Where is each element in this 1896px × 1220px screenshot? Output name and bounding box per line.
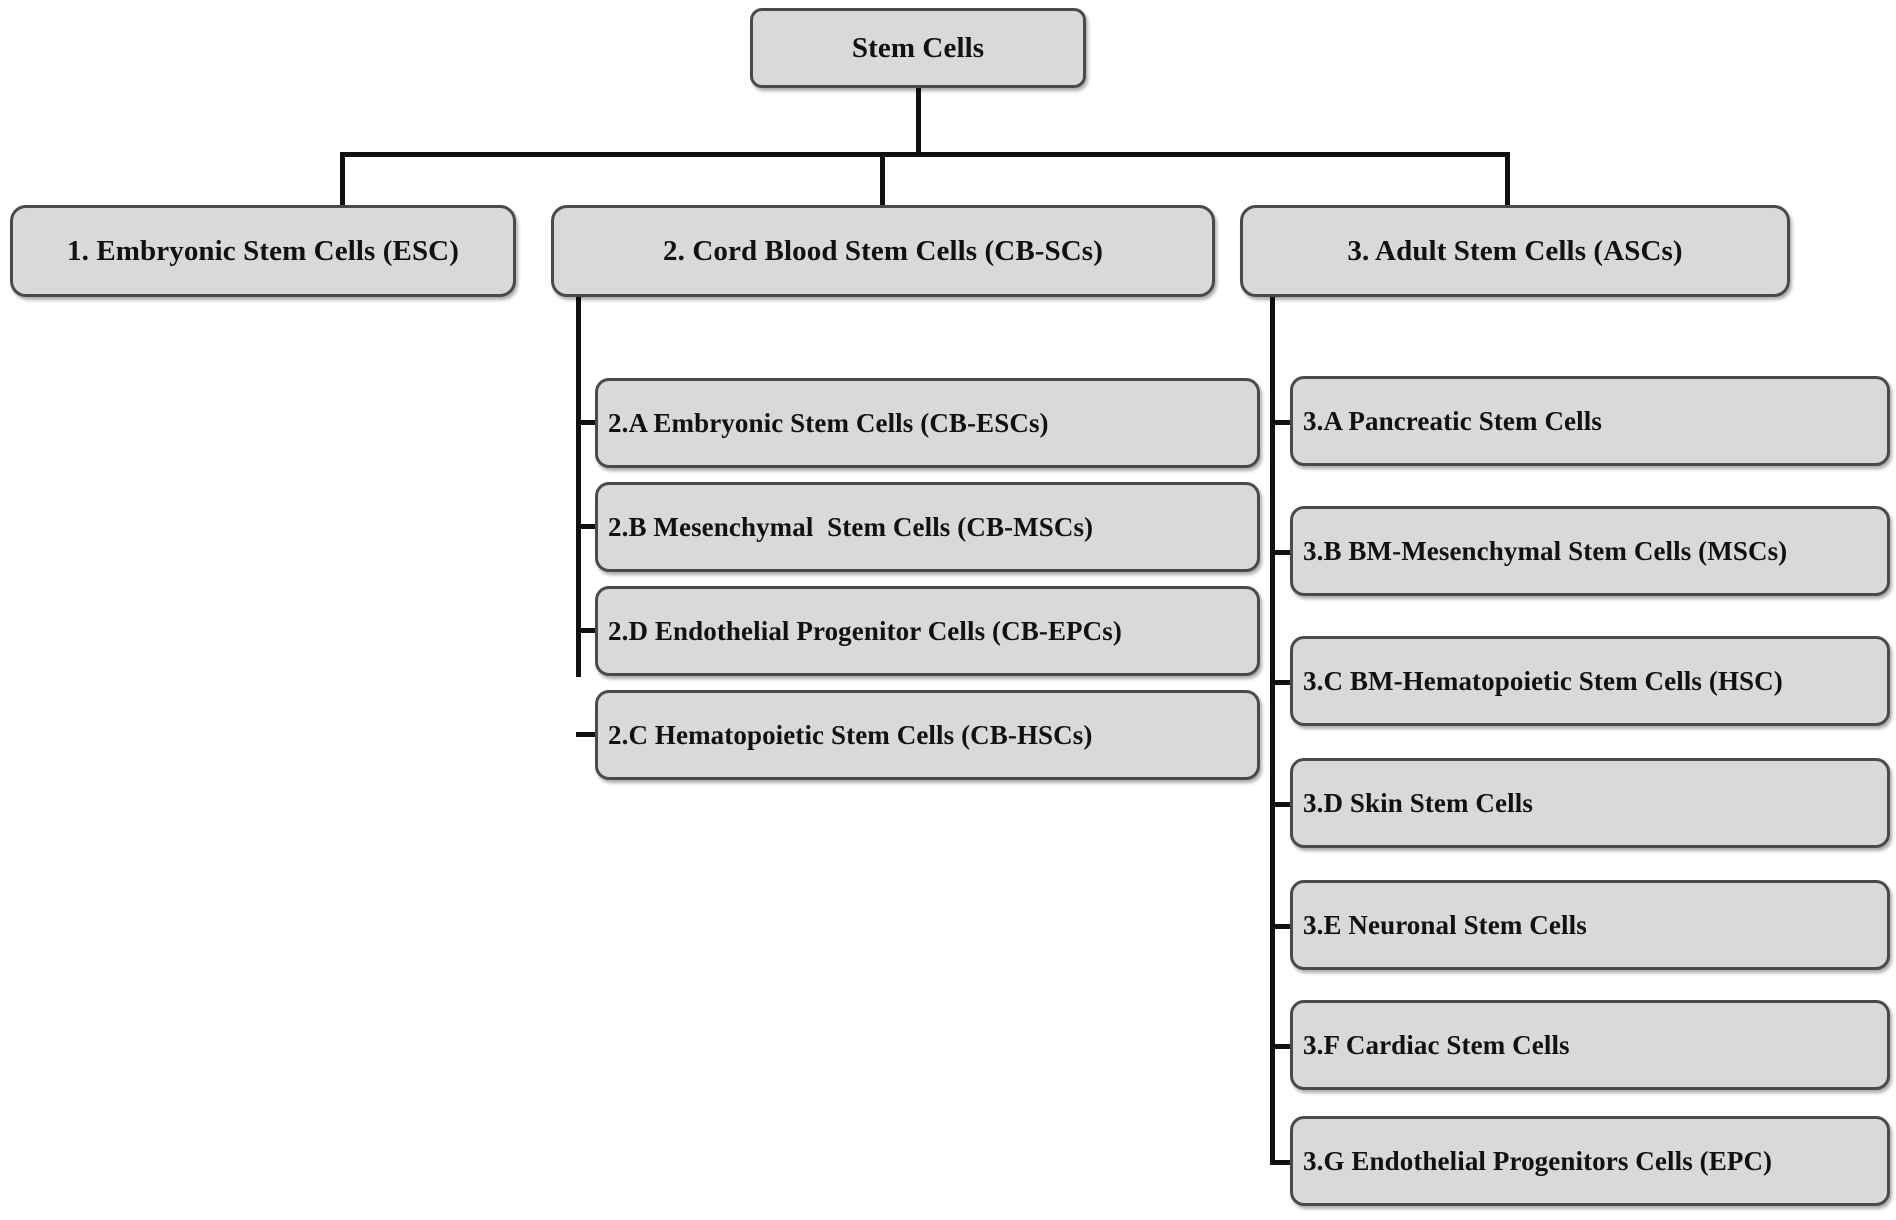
connector-drop-asc [1505,152,1510,207]
node-bm-mesenchymal-stem-cells[interactable]: 3.B BM-Mesenchymal Stem Cells (MSCs) [1290,506,1890,596]
connector-branch-3c [1270,680,1295,685]
connector-branch-3b [1270,550,1295,555]
connector-branch-2b [576,524,600,529]
node-cb-embryonic-stem-cells[interactable]: 2.A Embryonic Stem Cells (CB-ESCs) [595,378,1260,468]
connector-branch-3a [1270,420,1295,425]
node-label: 3.D Skin Stem Cells [1303,787,1533,818]
node-label: 3. Adult Stem Cells (ASCs) [1347,234,1683,267]
node-label: 3.F Cardiac Stem Cells [1303,1029,1570,1060]
connector-branch-3f [1270,1044,1295,1049]
connector-branch-3d [1270,802,1295,807]
node-skin-stem-cells[interactable]: 3.D Skin Stem Cells [1290,758,1890,848]
node-bm-hematopoietic-stem-cells[interactable]: 3.C BM-Hematopoietic Stem Cells (HSC) [1290,636,1890,726]
node-label: 2.B Mesenchymal Stem Cells (CB-MSCs) [608,511,1094,542]
node-label: 3.B BM-Mesenchymal Stem Cells (MSCs) [1303,535,1788,566]
node-pancreatic-stem-cells[interactable]: 3.A Pancreatic Stem Cells [1290,376,1890,466]
node-label: 2. Cord Blood Stem Cells (CB-SCs) [663,234,1103,267]
connector-branch-2d [576,628,600,633]
connector-branch-3e [1270,924,1295,929]
connector-level2-bus [342,152,1510,157]
node-label: Stem Cells [851,31,985,64]
connector-branch-2a [576,420,600,425]
node-neuronal-stem-cells[interactable]: 3.E Neuronal Stem Cells [1290,880,1890,970]
node-cord-blood-stem-cells[interactable]: 2. Cord Blood Stem Cells (CB-SCs) [551,205,1215,297]
node-stem-cells-root[interactable]: Stem Cells [750,8,1086,88]
connector-root-stem [916,88,921,155]
connector-drop-esc [340,152,345,207]
node-label: 3.E Neuronal Stem Cells [1303,909,1587,940]
node-cb-endothelial-progenitor-cells[interactable]: 2.D Endothelial Progenitor Cells (CB-EPC… [595,586,1260,676]
node-label: 2.A Embryonic Stem Cells (CB-ESCs) [608,407,1049,438]
node-cardiac-stem-cells[interactable]: 3.F Cardiac Stem Cells [1290,1000,1890,1090]
node-label: 3.A Pancreatic Stem Cells [1303,405,1602,436]
node-cb-hematopoietic-stem-cells[interactable]: 2.C Hematopoietic Stem Cells (CB-HSCs) [595,690,1260,780]
node-cb-mesenchymal-stem-cells[interactable]: 2.B Mesenchymal Stem Cells (CB-MSCs) [595,482,1260,572]
node-label: 2.D Endothelial Progenitor Cells (CB-EPC… [608,615,1122,646]
connector-drop-cbsc [880,152,885,207]
node-adult-stem-cells[interactable]: 3. Adult Stem Cells (ASCs) [1240,205,1790,297]
connector-spine-adult [1270,295,1275,1163]
node-embryonic-stem-cells[interactable]: 1. Embryonic Stem Cells (ESC) [10,205,516,297]
node-label: 1. Embryonic Stem Cells (ESC) [67,234,459,267]
connector-branch-2c [576,732,600,737]
node-endothelial-progenitors-cells[interactable]: 3.G Endothelial Progenitors Cells (EPC) [1290,1116,1890,1206]
node-label: 3.G Endothelial Progenitors Cells (EPC) [1303,1145,1773,1176]
connector-spine-cordblood [576,295,581,677]
connector-branch-3g [1270,1160,1295,1165]
node-label: 2.C Hematopoietic Stem Cells (CB-HSCs) [608,719,1093,750]
node-label: 3.C BM-Hematopoietic Stem Cells (HSC) [1303,665,1783,696]
